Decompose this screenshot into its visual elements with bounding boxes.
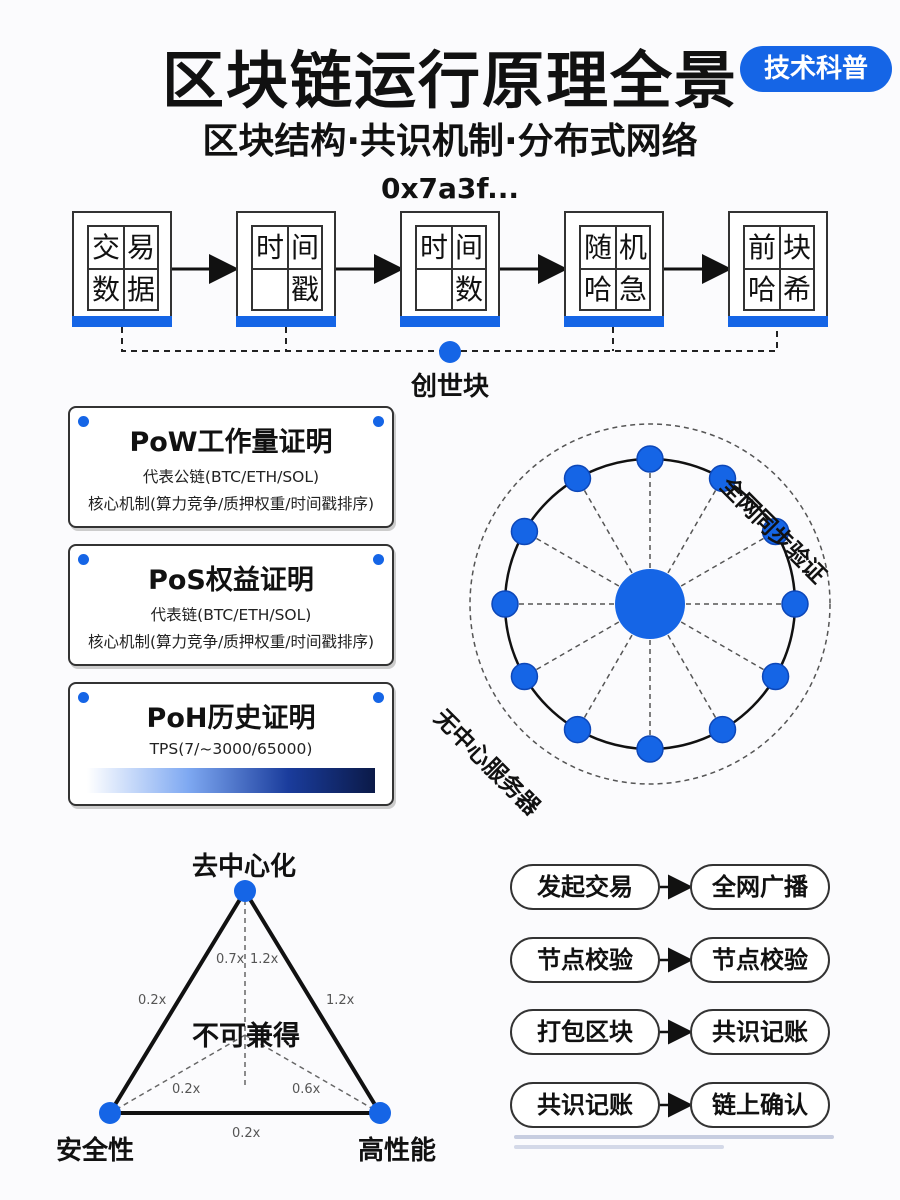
page-subtitle: 区块结构·共识机制·分布式网络	[202, 121, 698, 162]
block-5: 前块哈希	[728, 211, 828, 327]
vertex-performance	[369, 1102, 391, 1124]
trilemma-top-label: 去中心化	[192, 852, 297, 882]
network-peer-node	[563, 715, 592, 744]
network-peer-node	[510, 517, 539, 546]
tri-value-bottom: 0.2x	[232, 1126, 261, 1141]
network-spoke	[649, 603, 776, 678]
genesis-link-line	[121, 327, 778, 352]
genesis-dot	[439, 341, 461, 363]
genesis-label: 创世块	[410, 372, 489, 402]
card-pow-title: PoW工作量证明	[129, 427, 333, 458]
network-peer-node	[708, 715, 737, 744]
flow-step-2-to: 节点校验	[690, 937, 830, 983]
block-4: 随机哈急	[564, 211, 664, 327]
network-spoke	[649, 530, 776, 605]
card-pos: PoS权益证明 代表链(BTC/ETH/SOL) 核心机制(算力竞争/质押权重/…	[68, 544, 394, 666]
card-pos-title: PoS权益证明	[148, 565, 314, 596]
network-spoke	[524, 603, 651, 678]
tri-value-inner-left: 0.2x	[172, 1082, 201, 1097]
card-pos-line1: 代表链(BTC/ETH/SOL)	[150, 606, 312, 624]
category-badge: 技术科普	[740, 46, 892, 92]
network-spoke	[524, 530, 651, 605]
flow-step-1-to: 全网广播	[690, 864, 830, 910]
network-center-node	[615, 569, 685, 639]
network-diagram	[469, 423, 831, 785]
flow-step-1-from: 发起交易	[510, 864, 660, 910]
tri-value-top-left: 0.7x	[216, 952, 245, 967]
network-peer-node	[708, 464, 737, 493]
card-poh: PoH历史证明 TPS(7/~3000/65000)	[68, 682, 394, 806]
vertex-security	[99, 1102, 121, 1124]
tri-value-inner-right: 0.6x	[292, 1082, 321, 1097]
trilemma-center-label: 不可兼得	[192, 1021, 300, 1052]
tps-gradient-bar	[87, 768, 375, 793]
trilemma-right-label: 高性能	[358, 1136, 437, 1166]
card-pow-line1: 代表公链(BTC/ETH/SOL)	[142, 468, 320, 486]
trilemma-triangle	[108, 889, 382, 1115]
block-1: 交易数据	[72, 211, 172, 327]
network-spoke	[576, 603, 651, 730]
block-3: 时间数	[400, 211, 500, 327]
network-peer-node	[761, 662, 790, 691]
tri-value-right-edge: 1.2x	[326, 993, 355, 1008]
flow-step-3-from: 打包区块	[510, 1009, 660, 1055]
flow-arrows	[652, 874, 693, 1118]
flow-step-4-from: 共识记账	[510, 1082, 660, 1128]
network-peer-node	[636, 735, 664, 763]
card-pow: PoW工作量证明 代表公链(BTC/ETH/SOL) 核心机制(算力竞争/质押权…	[68, 406, 394, 528]
flow-step-2-from: 节点校验	[510, 937, 660, 983]
network-spoke	[649, 478, 724, 605]
card-poh-line1: TPS(7/~3000/65000)	[149, 740, 313, 758]
network-peer-node	[781, 590, 809, 618]
page-title: 区块链运行原理全景	[161, 44, 738, 117]
block-hash: 0x7a3f...	[381, 172, 519, 205]
flow-step-4-to: 链上确认	[690, 1082, 830, 1128]
card-poh-title: PoH历史证明	[146, 703, 316, 734]
tri-value-top-right: 1.2x	[250, 952, 279, 967]
network-outer-boundary	[469, 423, 831, 785]
network-peer-node	[636, 445, 664, 473]
network-peer-node	[510, 662, 539, 691]
block-2: 时间戳	[236, 211, 336, 327]
card-pos-line2: 核心机制(算力竞争/质押权重/时间戳排序)	[87, 633, 375, 651]
flow-step-3-to: 共识记账	[690, 1009, 830, 1055]
chain-connectors	[121, 254, 778, 363]
trilemma-diagram	[99, 880, 391, 1124]
vertex-decentralization	[234, 880, 256, 902]
tri-value-left-edge: 0.2x	[138, 993, 167, 1008]
card-pow-line2: 核心机制(算力竞争/质押权重/时间戳排序)	[87, 495, 375, 513]
network-peer-node	[491, 590, 519, 618]
network-peer-node	[761, 517, 790, 546]
network-spoke	[576, 478, 651, 605]
network-spoke	[649, 603, 724, 730]
fine-print-decoration	[514, 1135, 834, 1149]
trilemma-left-label: 安全性	[56, 1136, 135, 1166]
network-peer-node	[563, 464, 592, 493]
